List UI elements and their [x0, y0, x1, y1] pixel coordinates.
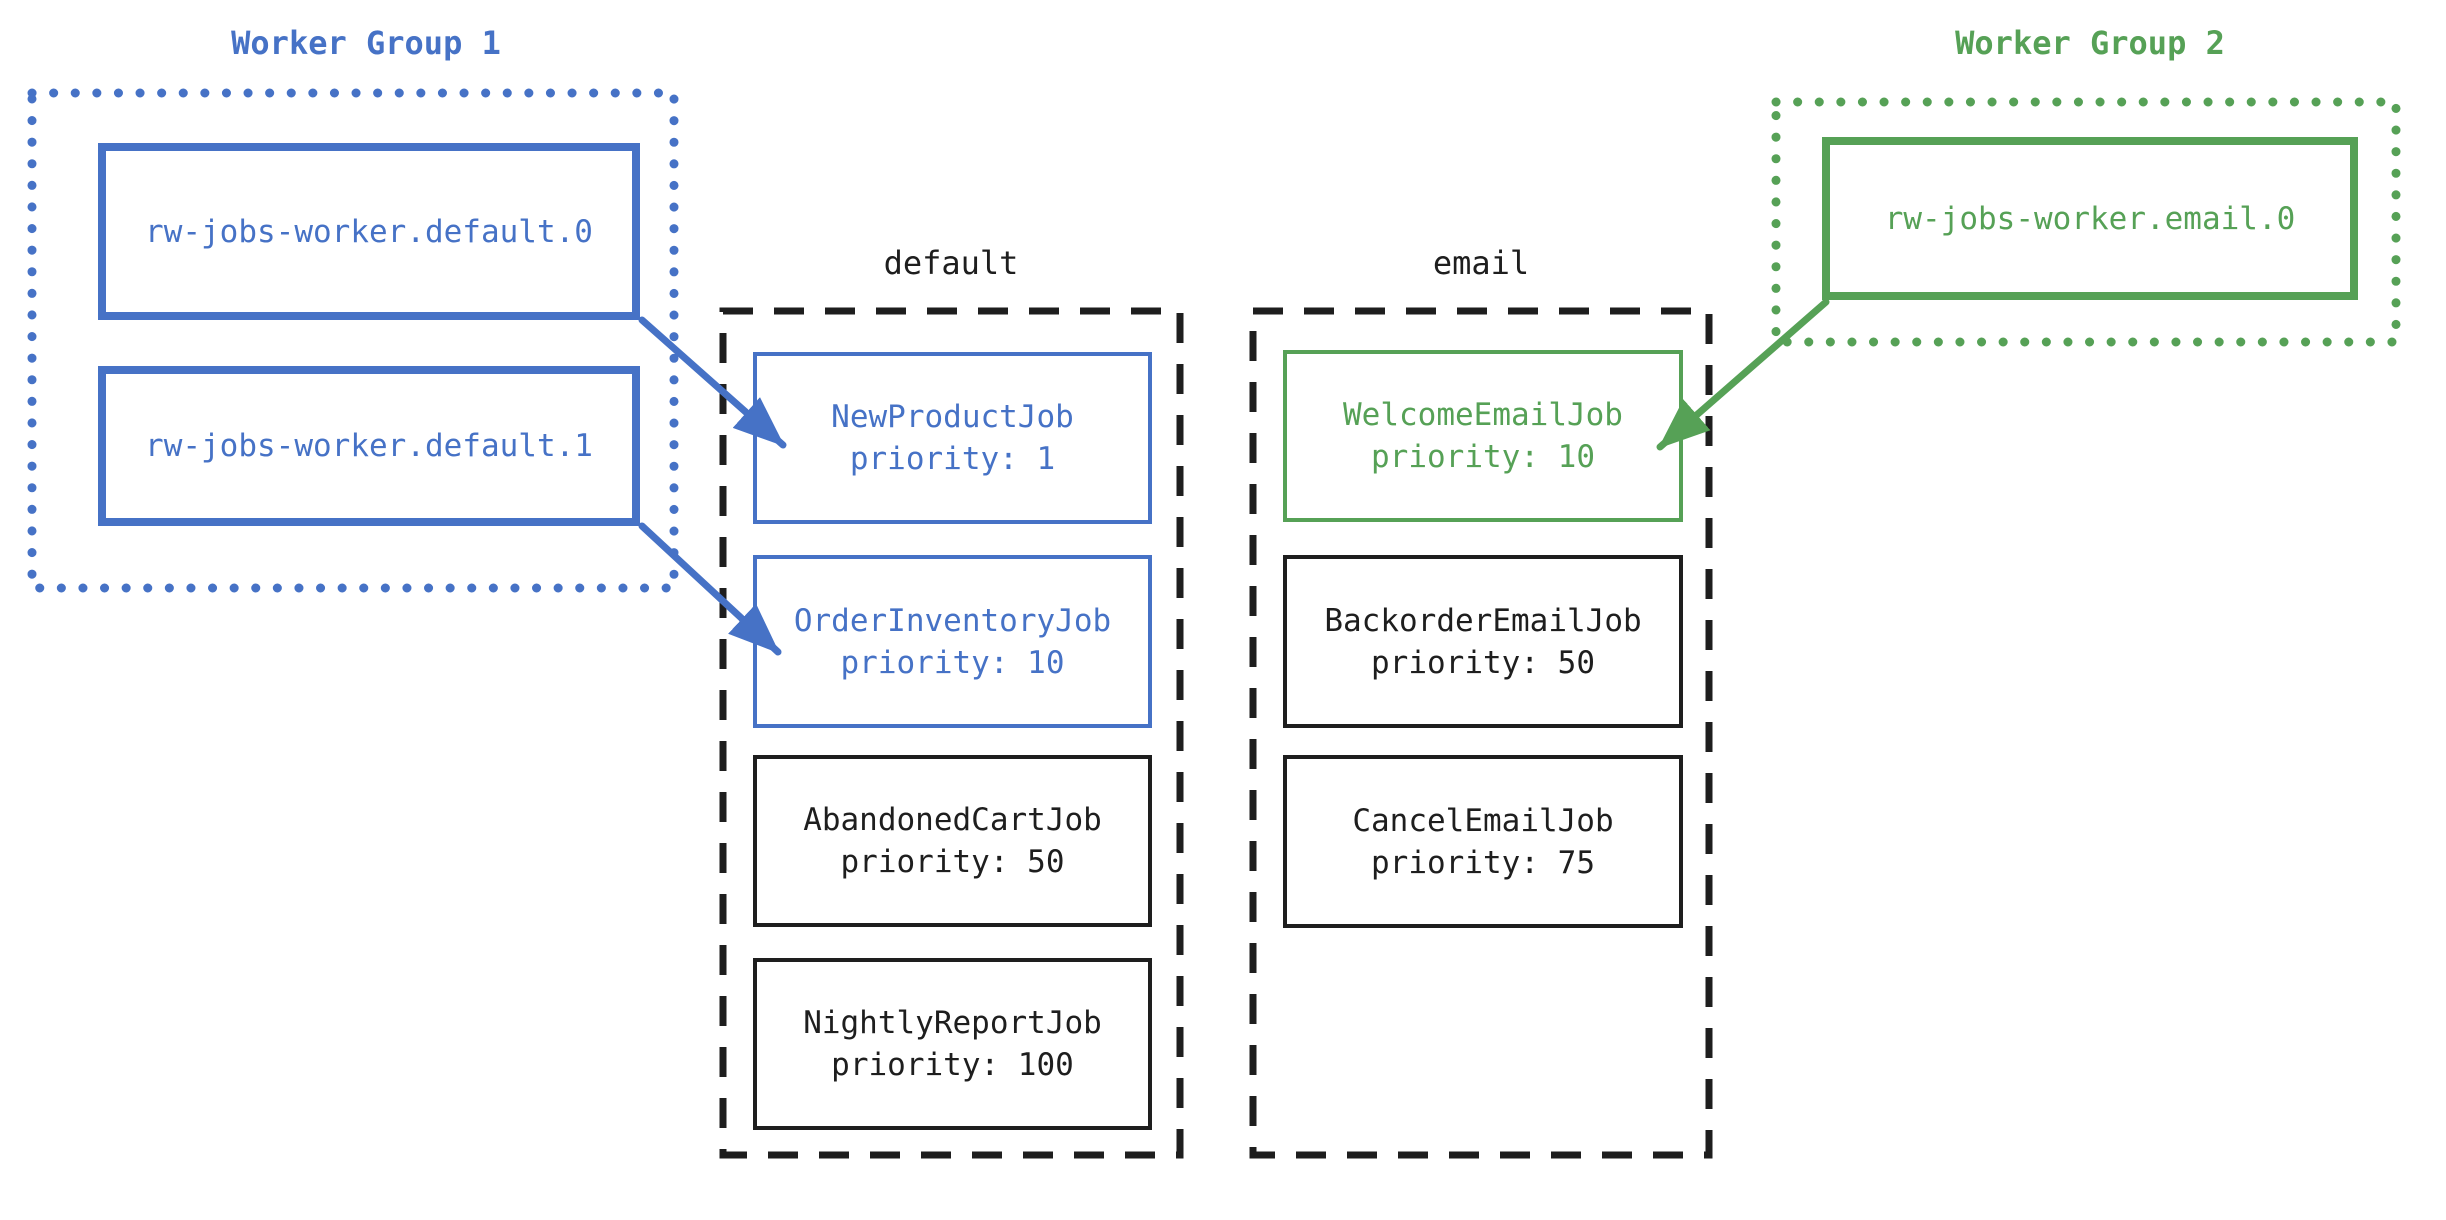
job-name: AbandonedCartJob: [803, 802, 1102, 838]
job-priority: priority: 10: [840, 644, 1065, 681]
job-name: CancelEmailJob: [1352, 802, 1614, 839]
queue-label-email: email: [1432, 244, 1530, 282]
worker-group-2-title: Worker Group 2: [1955, 24, 2225, 62]
job-name: NightlyReportJob: [803, 1005, 1102, 1041]
job-node-cancelemailjob: CancelEmailJob priority: 75: [1283, 755, 1683, 928]
worker-node-default-1-label: rw-jobs-worker.default.1: [145, 428, 593, 464]
job-priority: priority: 75: [1371, 844, 1595, 881]
job-priority: priority: 50: [1371, 644, 1595, 681]
job-priority: priority: 1: [849, 441, 1056, 477]
job-node-orderinventoryjob: OrderInventoryJob priority: 10: [753, 555, 1152, 728]
queue-label-default: default: [883, 244, 1019, 282]
worker-node-email-0-label: rw-jobs-worker.email.0: [1884, 200, 2296, 237]
job-priority: priority: 100: [831, 1047, 1074, 1083]
worker-group-1-title: Worker Group 1: [231, 24, 501, 62]
job-name: OrderInventoryJob: [793, 602, 1112, 639]
job-name: WelcomeEmailJob: [1343, 397, 1623, 433]
job-priority: priority: 50: [840, 844, 1065, 880]
job-priority: priority: 10: [1371, 439, 1595, 475]
job-node-nightlyreportjob: NightlyReportJob priority: 100: [753, 958, 1152, 1130]
job-node-abandonedcartjob: AbandonedCartJob priority: 50: [753, 755, 1152, 927]
worker-node-default-0-label: rw-jobs-worker.default.0: [145, 213, 593, 250]
arrow-email0-to-welcomeemailjob: [1656, 298, 1830, 451]
job-name: BackorderEmailJob: [1324, 602, 1642, 639]
job-node-newproductjob: NewProductJob priority: 1: [753, 352, 1152, 524]
job-node-backorderemailjob: BackorderEmailJob priority: 50: [1283, 555, 1683, 728]
worker-node-default-0: rw-jobs-worker.default.0: [98, 143, 640, 320]
job-name: NewProductJob: [831, 399, 1074, 435]
worker-node-default-1: rw-jobs-worker.default.1: [98, 366, 640, 526]
worker-node-email-0: rw-jobs-worker.email.0: [1822, 137, 2358, 300]
job-node-welcomeemailjob: WelcomeEmailJob priority: 10: [1283, 350, 1683, 522]
